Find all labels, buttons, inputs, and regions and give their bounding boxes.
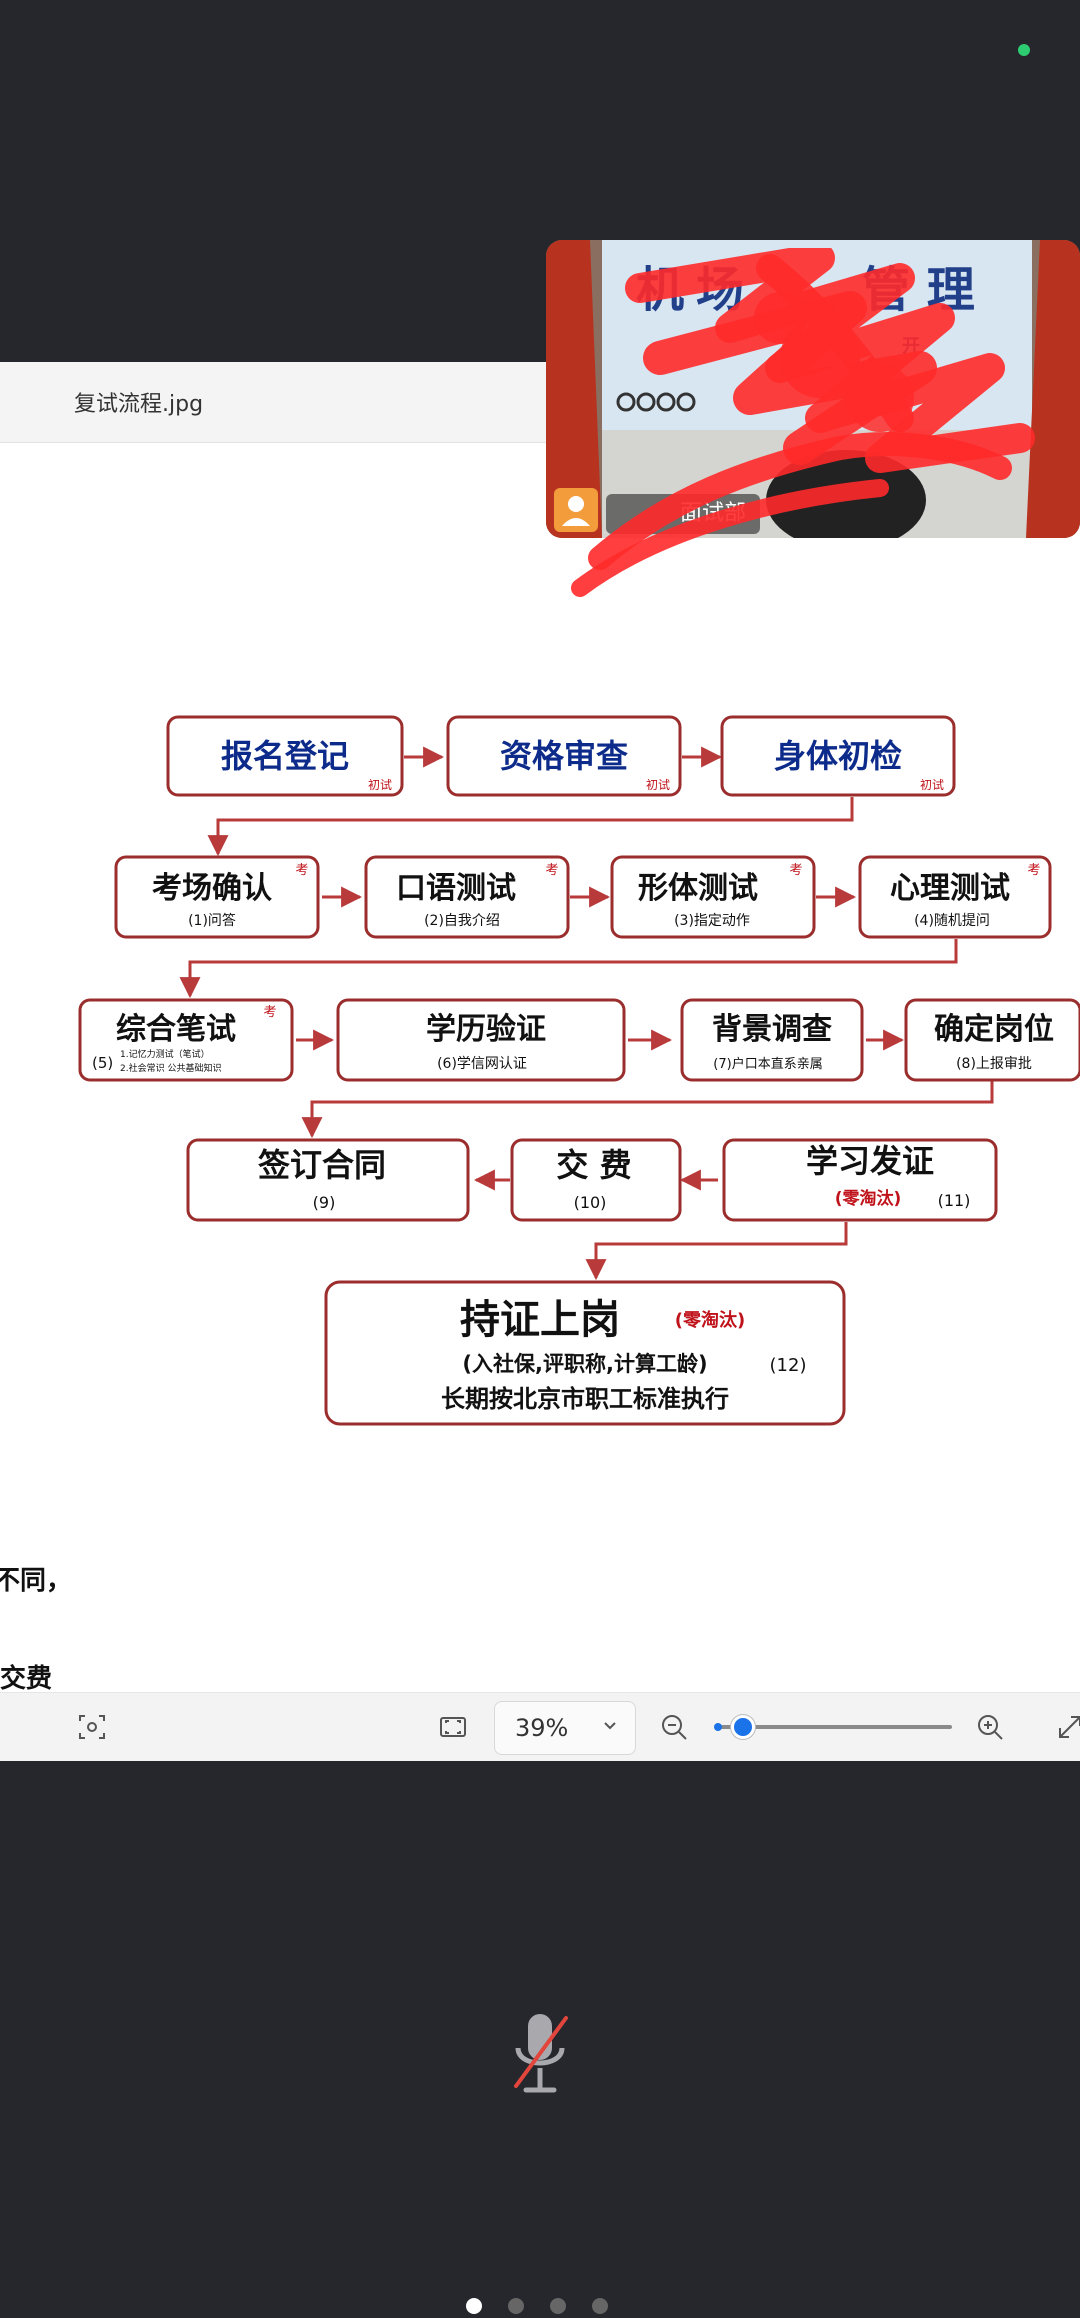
sign-text: 管 理	[862, 262, 975, 318]
flow-box-sub: (9)	[313, 1193, 336, 1212]
flow-box-sub: (7)户口本直系亲属	[713, 1056, 822, 1072]
flow-final-line1: (入社保,评职称,计算工龄)	[462, 1352, 707, 1376]
flow-box-physical-check: 身体初检 初试	[720, 715, 956, 797]
flow-box-qualification: 资格审查 初试	[446, 715, 682, 797]
exam-mark: 考	[263, 1005, 276, 1020]
flow-box-title: 形体测试	[638, 871, 758, 906]
flow-box-sub: (10)	[574, 1193, 607, 1212]
page-dot[interactable]	[592, 2298, 608, 2314]
flow-box-title: 报名登记	[221, 737, 349, 775]
zoom-in-icon[interactable]	[970, 1707, 1010, 1747]
flow-box-background-check: 背景调查 (7)户口本直系亲属	[680, 998, 864, 1082]
zoom-out-icon[interactable]	[654, 1707, 694, 1747]
flow-box-title: 综合笔试	[116, 1012, 236, 1047]
flow-box-num: (5)	[92, 1054, 113, 1072]
flow-box-title: 学习发证	[806, 1142, 934, 1180]
exam-mark: 考	[789, 863, 802, 878]
sign-text: 场	[696, 262, 744, 318]
flow-box-title: 心理测试	[890, 871, 1010, 906]
flow-box-title: 交 费	[556, 1146, 631, 1184]
zoom-select[interactable]: 39%	[494, 1701, 636, 1755]
flow-box-title: 确定岗位	[934, 1012, 1054, 1047]
flow-stage-mark: 初试	[646, 777, 670, 792]
flow-box-sub: (1)问答	[188, 912, 236, 929]
flow-box-oral-test: 口语测试 考 (2)自我介绍	[364, 855, 570, 939]
sign-text: 机	[636, 262, 684, 318]
flow-box-study-certify: 学习发证 (零淘汰) (11)	[722, 1138, 998, 1222]
zoom-slider-track[interactable]	[720, 1725, 952, 1729]
mic-off-icon[interactable]	[510, 2010, 570, 2100]
zero-elimination-text: (零淘汰)	[835, 1188, 902, 1209]
flow-box-sub: (4)随机提问	[914, 913, 990, 929]
flow-box-pay-fee: 交 费 (10)	[510, 1138, 682, 1222]
flow-final-num: (12)	[770, 1355, 807, 1376]
flow-box-title: 身体初检	[774, 737, 902, 775]
viewer-toolbar: 39%	[0, 1692, 1080, 1761]
flow-box-sub-line: 1.记忆力测试（笔试）	[120, 1048, 210, 1060]
flow-connectors	[179, 746, 994, 1281]
scan-icon[interactable]	[72, 1707, 112, 1747]
flow-box-sub: (11)	[938, 1191, 971, 1210]
image-viewer: 复试流程.jpg 报名登记 初试	[0, 362, 1080, 1761]
flow-box-degree-verify: 学历验证 (6)学信网认证	[336, 998, 626, 1082]
flow-box-psych-test: 心理测试 考 (4)随机提问	[858, 855, 1052, 939]
flow-box-certified-on-duty: 持证上岗 (零淘汰) (入社保,评职称,计算工龄) (12) 长期按北京市职工标…	[324, 1280, 846, 1426]
zoom-level: 39%	[515, 1714, 569, 1742]
flow-box-posture-test: 形体测试 考 (3)指定动作	[610, 855, 816, 939]
flow-box-sub: (6)学信网认证	[437, 1056, 527, 1072]
flow-box-registration: 报名登记 初试	[166, 715, 404, 797]
flow-box-sub-line: 2.社会常识 公共基础知识	[120, 1062, 221, 1074]
flow-box-confirm-post: 确定岗位 (8)上报审批	[904, 998, 1080, 1082]
video-feed[interactable]: 机 场 管 理 开 面试部	[546, 240, 1080, 538]
exam-mark: 考	[545, 863, 558, 878]
partial-text-line: 不同，	[0, 1566, 73, 1596]
video-participant-label: 面试部	[606, 494, 761, 534]
flow-box-venue-confirm: 考场确认 考 (1)问答	[114, 855, 320, 939]
partial-text-line: 交费	[0, 1664, 53, 1694]
zoom-slider-min-dot	[714, 1723, 722, 1731]
flow-box-sub: (8)上报审批	[956, 1056, 1032, 1072]
page-dot-active[interactable]	[466, 2298, 482, 2314]
flow-stage-mark: 初试	[368, 777, 392, 792]
flow-box-title: 资格审查	[500, 737, 628, 775]
flow-box-title: 学历验证	[426, 1012, 546, 1047]
zero-elimination-text: (零淘汰)	[675, 1309, 745, 1331]
status-dot	[1018, 44, 1030, 56]
file-name: 复试流程.jpg	[74, 392, 204, 417]
flow-final-line2: 长期按北京市职工标准执行	[441, 1385, 729, 1413]
flow-box-title: 背景调查	[712, 1012, 832, 1047]
flow-box-written-exam: 综合笔试 考 (5) 1.记忆力测试（笔试） 2.社会常识 公共基础知识	[78, 998, 294, 1082]
page-dot[interactable]	[550, 2298, 566, 2314]
flowchart: 报名登记 初试 资格审查 初试 身体初检 初试 考场确认 考 (1)问答 口语测…	[78, 715, 1080, 1426]
chevron-down-icon	[601, 1716, 619, 1738]
page-indicator[interactable]	[466, 2298, 618, 2318]
flow-box-title: 签订合同	[258, 1146, 386, 1184]
fit-screen-icon[interactable]	[433, 1707, 473, 1747]
exam-mark: 考	[295, 863, 308, 878]
sign-text-small: 开	[902, 336, 920, 357]
page-dot[interactable]	[508, 2298, 524, 2314]
flow-box-sub: (3)指定动作	[674, 913, 750, 929]
zoom-slider-thumb[interactable]	[731, 1715, 756, 1739]
flow-box-sub: (2)自我介绍	[424, 913, 500, 929]
expand-icon[interactable]	[1050, 1707, 1080, 1747]
flow-box-title: 考场确认	[152, 871, 272, 906]
flow-box-sign-contract: 签订合同 (9)	[186, 1138, 470, 1222]
exam-mark: 考	[1027, 863, 1040, 878]
flow-box-title: 口语测试	[396, 871, 516, 906]
flow-stage-mark: 初试	[920, 777, 944, 792]
flow-box-title: 持证上岗	[460, 1297, 620, 1343]
